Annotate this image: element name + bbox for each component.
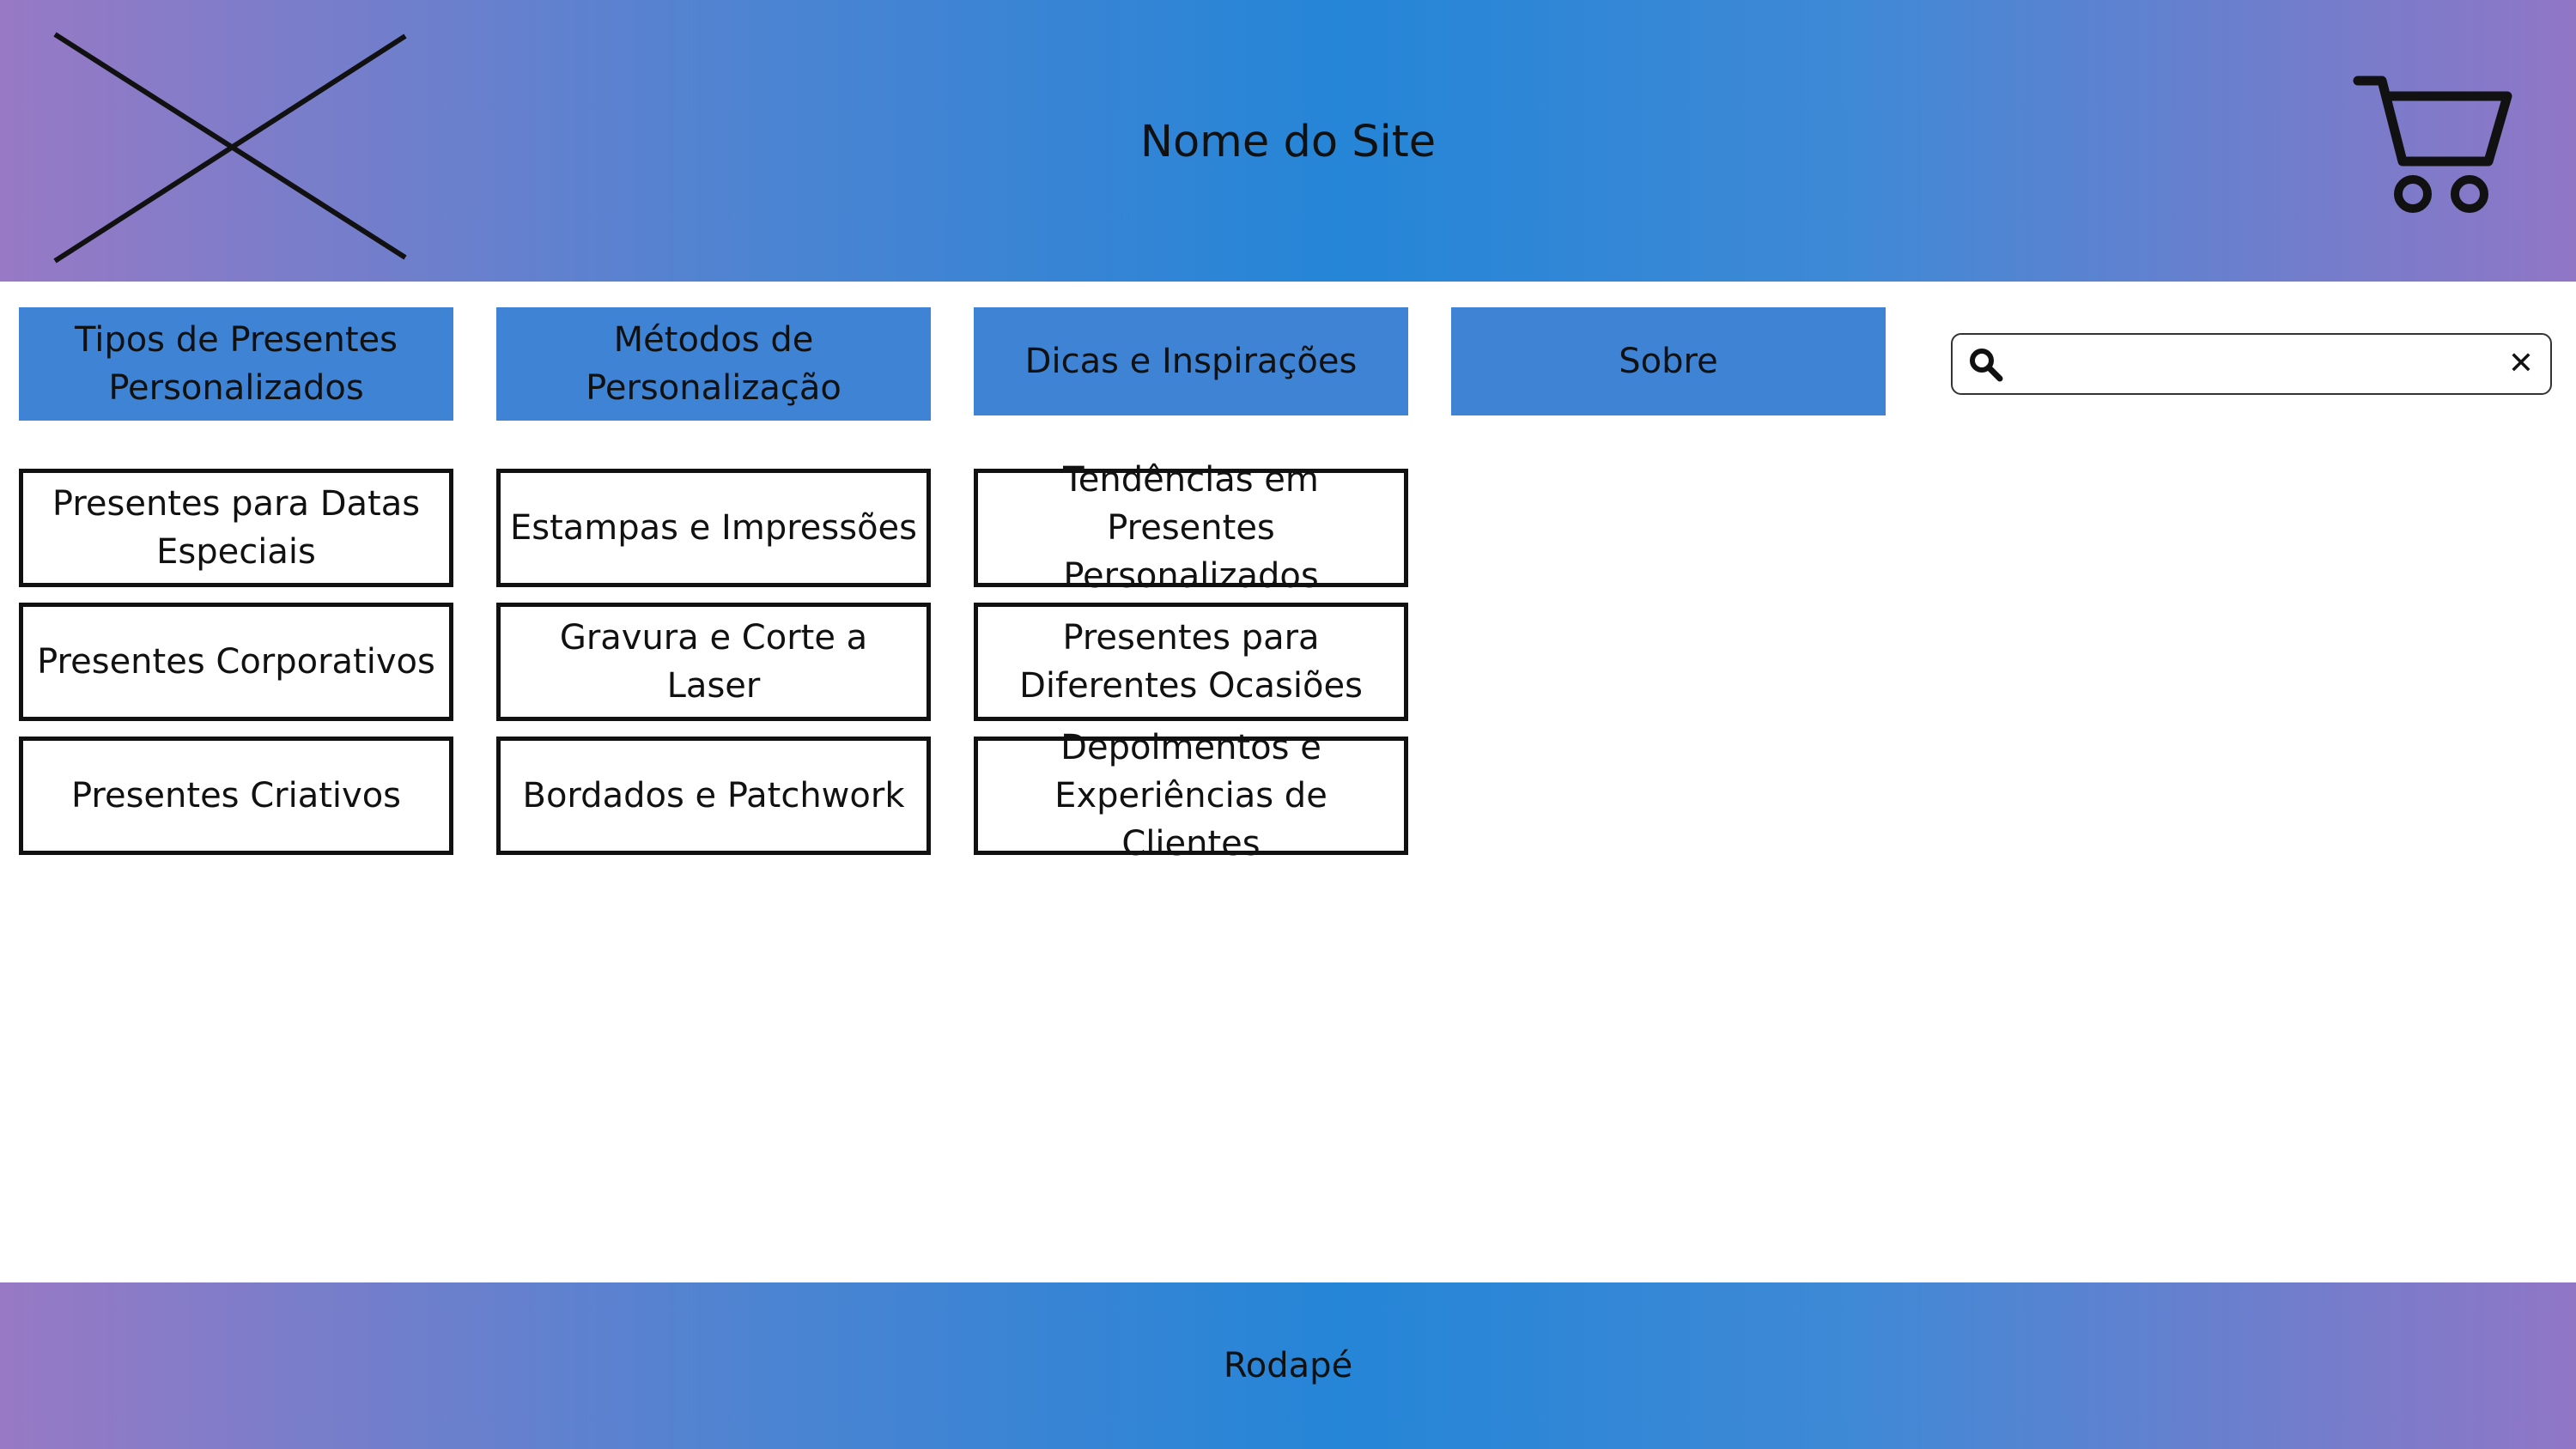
submenu-item[interactable]: Bordados e Patchwork xyxy=(496,737,931,855)
submenu-item[interactable]: Presentes para Diferentes Ocasiões xyxy=(974,603,1408,721)
search-icon[interactable] xyxy=(1968,347,2004,383)
search-input[interactable] xyxy=(2016,342,2483,388)
submenu-item[interactable]: Presentes para Datas Especiais xyxy=(19,469,453,587)
submenu-item[interactable]: Estampas e Impressões xyxy=(496,469,931,587)
logo-placeholder[interactable] xyxy=(52,31,412,264)
nav-metodos-de-personalizacao[interactable]: Métodos de Personalização xyxy=(496,307,931,421)
nav-label: Tipos de Presentes Personalizados xyxy=(75,320,398,408)
close-icon[interactable]: ✕ xyxy=(2507,346,2535,381)
nav-sobre[interactable]: Sobre xyxy=(1451,307,1886,415)
submenu-item[interactable]: Tendências em Presentes Personalizados xyxy=(974,460,1408,596)
submenu-item-label: Presentes Corporativos xyxy=(37,642,435,682)
submenu-item-label: Gravura e Corte a Laser xyxy=(559,618,868,706)
submenu-item-label: Presentes para Datas Especiais xyxy=(52,484,421,572)
cart-button[interactable] xyxy=(2353,72,2514,215)
submenu-item-label: Depoimentos e Experiências de Clientes xyxy=(1054,728,1327,864)
nav-label: Sobre xyxy=(1619,342,1718,381)
shopping-cart-icon xyxy=(2353,76,2512,213)
submenu-item-label: Bordados e Patchwork xyxy=(522,776,905,815)
site-footer: Rodapé xyxy=(0,1282,2576,1449)
footer-label: Rodapé xyxy=(1223,1346,1353,1385)
nav-tipos-de-presentes[interactable]: Tipos de Presentes Personalizados xyxy=(19,307,453,421)
nav-label: Métodos de Personalização xyxy=(586,320,841,408)
submenu-item-label: Presentes para Diferentes Ocasiões xyxy=(1019,618,1363,706)
image-placeholder-icon xyxy=(53,32,407,264)
submenu-item[interactable]: Gravura e Corte a Laser xyxy=(496,603,931,721)
nav-label: Dicas e Inspirações xyxy=(1024,342,1358,381)
site-title: Nome do Site xyxy=(1139,117,1437,167)
submenu-item[interactable]: Depoimentos e Experiências de Clientes xyxy=(974,728,1408,864)
submenu-item-label: Estampas e Impressões xyxy=(510,508,917,548)
submenu-item-label: Tendências em Presentes Personalizados xyxy=(1063,460,1319,596)
search-bar[interactable]: ✕ xyxy=(1951,333,2552,395)
submenu-item-label: Presentes Criativos xyxy=(70,776,402,815)
nav-dicas-e-inspiracoes[interactable]: Dicas e Inspirações xyxy=(974,307,1408,415)
submenu-item[interactable]: Presentes Corporativos xyxy=(19,603,453,721)
submenu-item[interactable]: Presentes Criativos xyxy=(19,737,453,855)
site-header: Nome do Site xyxy=(0,0,2576,282)
